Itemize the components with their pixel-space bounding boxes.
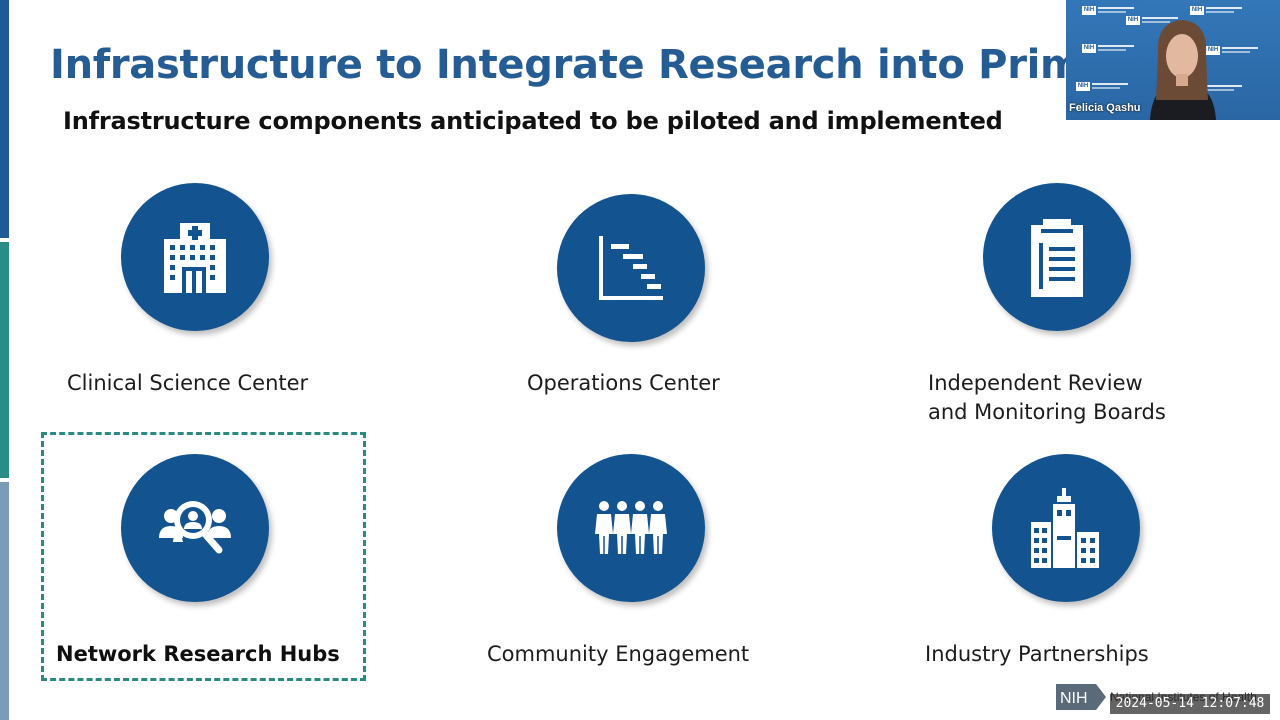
people-search-icon: [121, 454, 269, 602]
nih-logo: NIH: [1056, 682, 1108, 712]
slide-title: Infrastructure to Integrate Research int…: [50, 42, 1090, 88]
left-accent-bar-blue: [0, 0, 9, 238]
left-accent-bar-teal: [0, 242, 9, 478]
left-accent-bar-gray: [0, 482, 9, 720]
gantt-chart-icon: [557, 194, 705, 342]
community-people-icon: [557, 454, 705, 602]
component-label-industry-partnerships: Industry Partnerships: [925, 642, 1149, 666]
component-label-community-engagement: Community Engagement: [487, 642, 750, 666]
timestamp-overlay: 2024-05-14 12:07:48: [1110, 694, 1270, 714]
backdrop-logo: NIH: [1076, 82, 1128, 92]
highlight-box: [41, 432, 366, 681]
backdrop-logo: NIH: [1190, 6, 1242, 16]
speaker-silhouette: [1150, 20, 1216, 120]
hospital-icon: [121, 183, 269, 331]
component-label-network-research-hubs: Network Research Hubs: [56, 642, 340, 666]
component-label-clinical-science-center: Clinical Science Center: [67, 371, 309, 395]
nih-logo-text: NIH: [1060, 690, 1088, 707]
backdrop-logo: NIH: [1206, 46, 1258, 56]
city-buildings-icon: [992, 454, 1140, 602]
component-label-review-boards-line2: and Monitoring Boards: [928, 400, 1166, 424]
speaker-name-label: Felicia Qashu: [1069, 102, 1141, 114]
component-label-operations-center: Operations Center: [527, 371, 720, 395]
component-label-review-boards-line1: Independent Review: [928, 371, 1143, 395]
slide-subtitle: Infrastructure components anticipated to…: [63, 107, 1003, 135]
backdrop-logo: NIH: [1082, 44, 1134, 54]
clipboard-icon: [983, 183, 1131, 331]
backdrop-logo: NIH: [1126, 16, 1178, 26]
speaker-video-tile[interactable]: NIH NIH NIH NIH NIH NIH NIH Felicia Qash…: [1066, 0, 1280, 120]
backdrop-logo: NIH: [1082, 6, 1134, 16]
